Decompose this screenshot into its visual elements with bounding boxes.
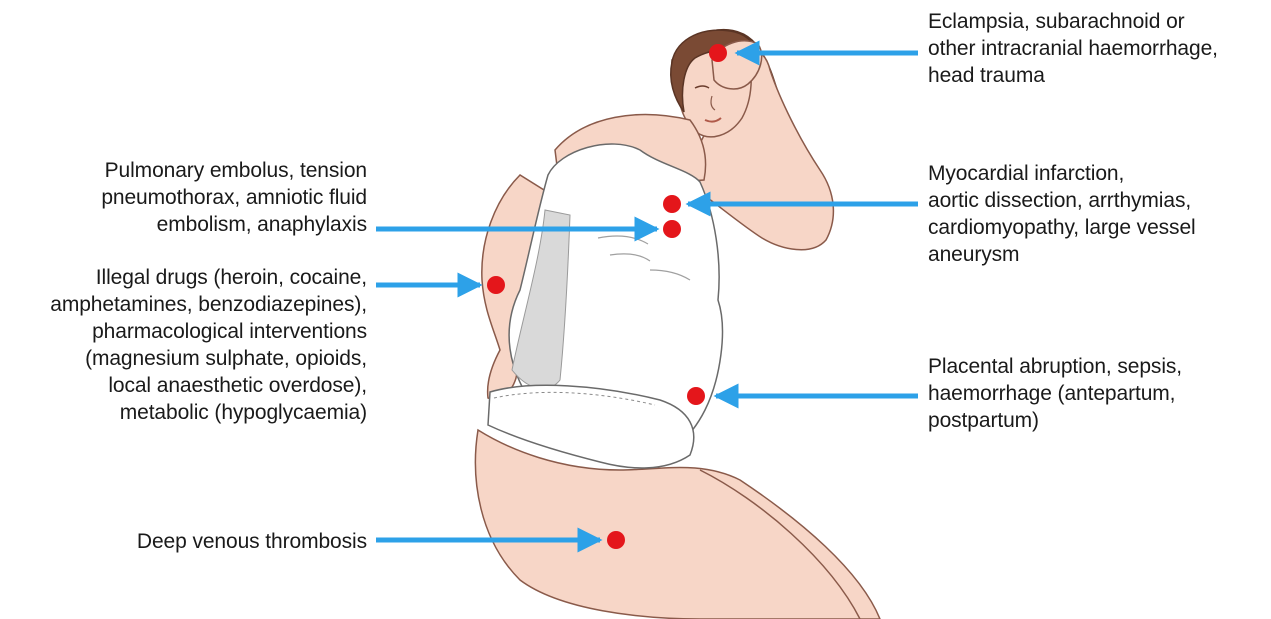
annotation-line: aneurysm [928, 241, 1196, 268]
annotation-line: Placental abruption, sepsis, [928, 353, 1182, 380]
annotation-cardiac: Myocardial infarction, aortic dissection… [928, 160, 1196, 268]
pain-marker-icon [687, 387, 705, 405]
annotation-line: local anaesthetic overdose), [50, 372, 367, 399]
annotation-line: amphetamines, benzodiazepines), [50, 291, 367, 318]
annotation-dvt: Deep venous thrombosis [137, 528, 367, 555]
annotation-line: (magnesium sulphate, opioids, [50, 345, 367, 372]
pain-marker-icon [663, 195, 681, 213]
annotation-line: pharmacological interventions [50, 318, 367, 345]
pain-marker-icon [487, 276, 505, 294]
annotation-line: postpartum) [928, 407, 1182, 434]
annotation-drugs: Illegal drugs (heroin, cocaine, amphetam… [50, 264, 367, 426]
annotation-line: Eclampsia, subarachnoid or [928, 8, 1218, 35]
annotation-line: head trauma [928, 62, 1218, 89]
annotation-line: Illegal drugs (heroin, cocaine, [50, 264, 367, 291]
annotation-line: Deep venous thrombosis [137, 528, 367, 555]
annotation-line: haemorrhage (antepartum, [928, 380, 1182, 407]
annotation-eclampsia: Eclampsia, subarachnoid or other intracr… [928, 8, 1218, 89]
annotation-line: cardiomyopathy, large vessel [928, 214, 1196, 241]
annotation-line: other intracranial haemorrhage, [928, 35, 1218, 62]
pain-marker-icon [663, 220, 681, 238]
annotation-placental: Placental abruption, sepsis, haemorrhage… [928, 353, 1182, 434]
annotation-line: embolism, anaphylaxis [101, 211, 367, 238]
annotation-line: aortic dissection, arrthymias, [928, 187, 1196, 214]
pain-marker-icon [607, 531, 625, 549]
pain-marker-icon [709, 44, 727, 62]
annotation-pulmonary: Pulmonary embolus, tension pneumothorax,… [101, 157, 367, 238]
annotation-line: metabolic (hypoglycaemia) [50, 399, 367, 426]
annotation-line: Myocardial infarction, [928, 160, 1196, 187]
annotation-line: pneumothorax, amniotic fluid [101, 184, 367, 211]
annotation-line: Pulmonary embolus, tension [101, 157, 367, 184]
